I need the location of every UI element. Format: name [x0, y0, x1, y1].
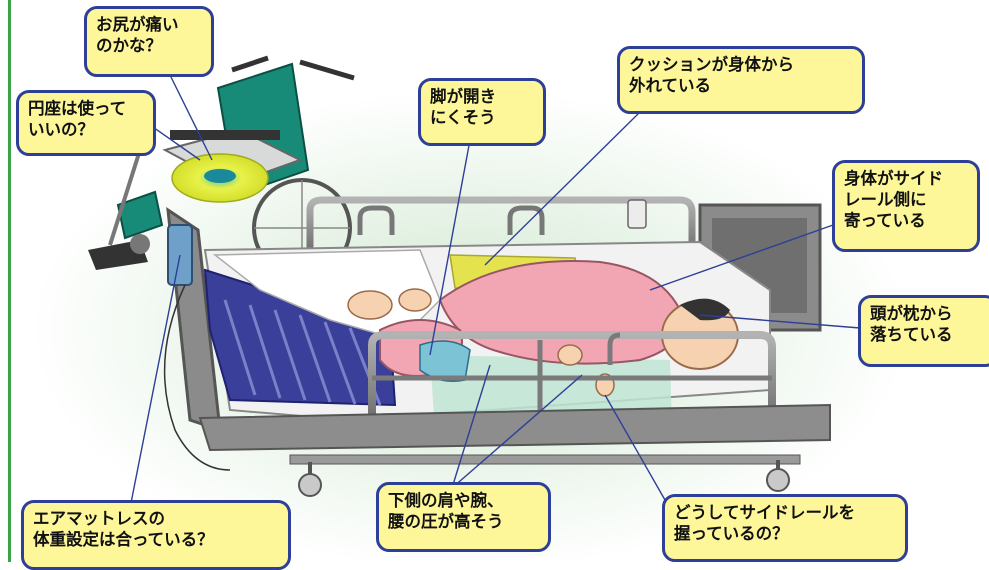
left-frame-line — [8, 0, 11, 562]
leader-lines — [129, 74, 861, 509]
callout-donut-cushion: 円座は使って いいの？ — [16, 90, 156, 156]
callout-body-siderail: 身体がサイド レール側に 寄っている — [832, 160, 980, 252]
callout-cushion: クッションが身体から 外れている — [617, 46, 865, 114]
callout-grip-rail: どうしてサイドレールを 握っているの？ — [662, 494, 908, 562]
callout-head-pillow: 頭が枕から 落ちている — [858, 295, 989, 367]
bed — [163, 196, 831, 497]
callout-air-mattress: エアマットレスの 体重設定は合っている？ — [21, 500, 291, 570]
callout-buttocks-pain: お尻が痛い のかな？ — [84, 6, 214, 77]
callout-legs: 脚が開き にくそう — [418, 78, 546, 146]
callout-pressure: 下側の肩や腕、 腰の圧が高そう — [376, 482, 551, 552]
